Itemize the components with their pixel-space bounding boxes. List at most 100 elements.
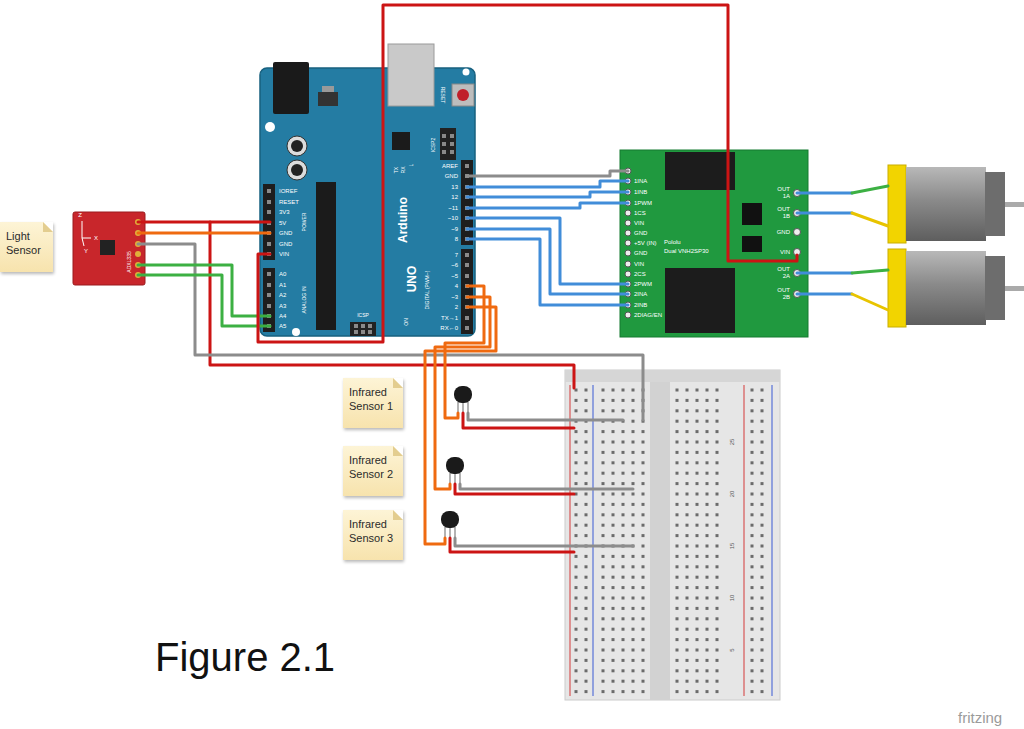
board-logo: Arduino bbox=[397, 197, 410, 243]
breadboard-hole bbox=[622, 524, 625, 527]
breadboard-hole bbox=[602, 576, 605, 579]
breadboard-hole bbox=[761, 430, 764, 433]
breadboard-hole bbox=[686, 409, 689, 412]
breadboard-hole bbox=[602, 680, 605, 683]
arduino-board bbox=[461, 160, 473, 245]
pin-label: OUT 2A bbox=[773, 266, 790, 279]
breadboard-hole bbox=[585, 628, 588, 631]
breadboard-hole bbox=[686, 503, 689, 506]
note-fold bbox=[393, 510, 403, 520]
breadboard-hole bbox=[632, 399, 635, 402]
dc-motor bbox=[888, 165, 906, 243]
breadboard-hole bbox=[706, 482, 709, 485]
header-pin bbox=[354, 330, 358, 334]
arduino-board bbox=[463, 69, 470, 76]
breadboard-hole bbox=[696, 607, 699, 610]
breadboard-hole bbox=[585, 389, 588, 392]
pin-label: A2 bbox=[279, 292, 286, 299]
breadboard-hole bbox=[686, 617, 689, 620]
breadboard-hole bbox=[642, 524, 645, 527]
breadboard-hole bbox=[751, 482, 754, 485]
breadboard-hole bbox=[706, 680, 709, 683]
pin-label: GND bbox=[634, 250, 647, 257]
note-fold bbox=[393, 378, 403, 388]
breadboard-hole bbox=[602, 524, 605, 527]
breadboard-hole bbox=[761, 638, 764, 641]
breadboard-hole bbox=[602, 669, 605, 672]
breadboard-hole bbox=[602, 430, 605, 433]
note-fold bbox=[43, 222, 53, 232]
breadboard-hole bbox=[706, 597, 709, 600]
breadboard-hole bbox=[751, 576, 754, 579]
breadboard-hole bbox=[751, 503, 754, 506]
sticky-note: Infrared Sensor 3 bbox=[343, 510, 403, 560]
infrared-sensor bbox=[454, 386, 472, 413]
breadboard-number: 15 bbox=[729, 543, 736, 550]
infrared-sensor bbox=[457, 402, 459, 413]
breadboard-hole bbox=[676, 555, 679, 558]
dc-motor bbox=[906, 251, 986, 325]
breadboard-hole bbox=[686, 669, 689, 672]
note-text: Infrared Sensor 2 bbox=[349, 454, 397, 482]
breadboard bbox=[650, 382, 670, 700]
header-pin bbox=[465, 274, 469, 278]
breadboard-hole bbox=[761, 649, 764, 652]
pin-label: A3 bbox=[279, 303, 286, 310]
note-fold bbox=[393, 446, 403, 456]
header-pin bbox=[465, 316, 469, 320]
breadboard-hole bbox=[696, 461, 699, 464]
pin-label: 2CS bbox=[634, 271, 646, 278]
board-label: TX bbox=[394, 167, 400, 173]
breadboard-hole bbox=[622, 690, 625, 693]
breadboard-hole bbox=[696, 441, 699, 444]
breadboard-hole bbox=[676, 659, 679, 662]
breadboard-hole bbox=[761, 441, 764, 444]
breadboard-hole bbox=[642, 690, 645, 693]
breadboard bbox=[565, 370, 780, 382]
breadboard-hole bbox=[706, 545, 709, 548]
breadboard-hole bbox=[612, 669, 615, 672]
breadboard-hole bbox=[642, 659, 645, 662]
breadboard-hole bbox=[622, 534, 625, 537]
breadboard-hole bbox=[676, 472, 679, 475]
header-pin bbox=[368, 330, 372, 334]
breadboard-hole bbox=[696, 482, 699, 485]
header-pin bbox=[361, 324, 365, 328]
breadboard-hole bbox=[686, 607, 689, 610]
accelerometer-board bbox=[82, 238, 91, 239]
breadboard-hole bbox=[686, 680, 689, 683]
breadboard-hole bbox=[622, 565, 625, 568]
breadboard-hole bbox=[632, 461, 635, 464]
accelerometer-board bbox=[82, 238, 84, 246]
breadboard-hole bbox=[612, 513, 615, 516]
breadboard-hole bbox=[751, 430, 754, 433]
breadboard-hole bbox=[602, 441, 605, 444]
breadboard-hole bbox=[642, 503, 645, 506]
breadboard-hole bbox=[676, 649, 679, 652]
breadboard-hole bbox=[642, 430, 645, 433]
breadboard-hole bbox=[716, 430, 719, 433]
axis-label: Z bbox=[78, 212, 82, 219]
board-label: ICSP2 bbox=[431, 138, 437, 152]
breadboard-hole bbox=[612, 617, 615, 620]
breadboard-hole bbox=[676, 545, 679, 548]
breadboard-hole bbox=[696, 586, 699, 589]
breadboard-hole bbox=[686, 597, 689, 600]
pin-label: TX→1 bbox=[441, 315, 458, 322]
note-fold bbox=[43, 222, 53, 232]
header-pin bbox=[442, 134, 446, 138]
breadboard-hole bbox=[642, 617, 645, 620]
breadboard-hole bbox=[676, 565, 679, 568]
breadboard-hole bbox=[751, 555, 754, 558]
header-pin bbox=[368, 324, 372, 328]
driver-pin bbox=[625, 210, 631, 216]
breadboard-hole bbox=[632, 513, 635, 516]
breadboard-number: 5 bbox=[729, 648, 736, 651]
breadboard-hole bbox=[676, 617, 679, 620]
breadboard-hole bbox=[706, 555, 709, 558]
pin-label: VIN bbox=[279, 251, 289, 258]
arduino-board bbox=[388, 44, 434, 106]
breadboard-hole bbox=[642, 441, 645, 444]
breadboard-hole bbox=[642, 461, 645, 464]
header-pin bbox=[450, 150, 454, 154]
